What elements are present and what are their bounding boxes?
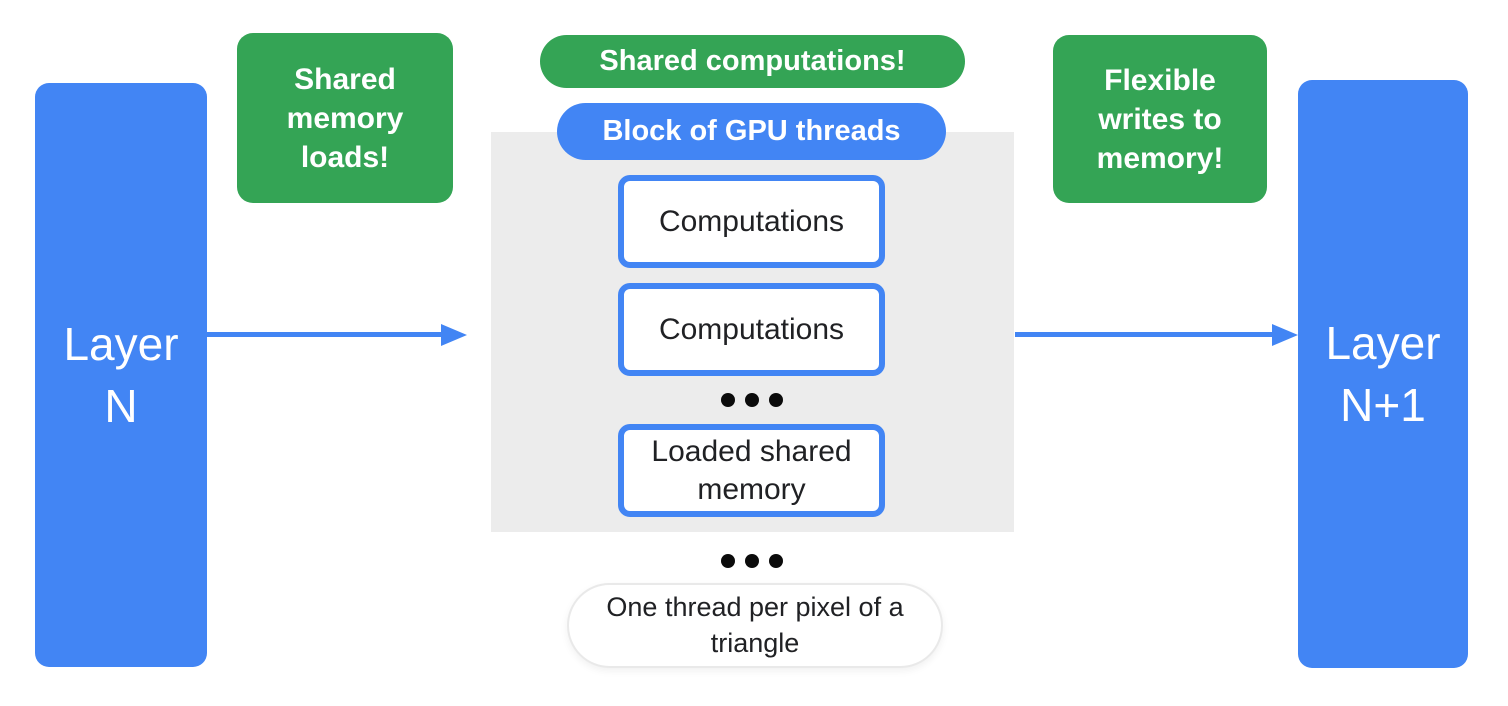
ellipsis-dots-icon: [721, 554, 783, 568]
right-arrow-head-icon: [441, 324, 467, 346]
shared-memory-loads-callout: Shared memory loads!: [237, 33, 453, 203]
right-arrow-icon: [207, 332, 441, 337]
dot-icon: [769, 554, 783, 568]
computations-box-2: Computations: [618, 283, 885, 376]
right-arrow-head-icon: [1272, 324, 1298, 346]
flexible-writes-callout: Flexible writes to memory!: [1053, 35, 1267, 203]
loaded-shared-memory-box: Loaded shared memory: [618, 424, 885, 517]
right-arrow-icon: [1015, 332, 1272, 337]
ellipsis-dots-icon: [721, 393, 783, 407]
computations-box-1: Computations: [618, 175, 885, 268]
dot-icon: [721, 554, 735, 568]
one-thread-per-pixel-note: One thread per pixel of a triangle: [567, 583, 943, 668]
dot-icon: [769, 393, 783, 407]
layer-n-box: Layer N: [35, 83, 207, 667]
layer-n-plus-1-box: Layer N+1: [1298, 80, 1468, 668]
dot-icon: [721, 393, 735, 407]
shared-computations-callout: Shared computations!: [540, 35, 965, 88]
block-of-gpu-threads-label: Block of GPU threads: [557, 103, 946, 160]
dot-icon: [745, 554, 759, 568]
dot-icon: [745, 393, 759, 407]
